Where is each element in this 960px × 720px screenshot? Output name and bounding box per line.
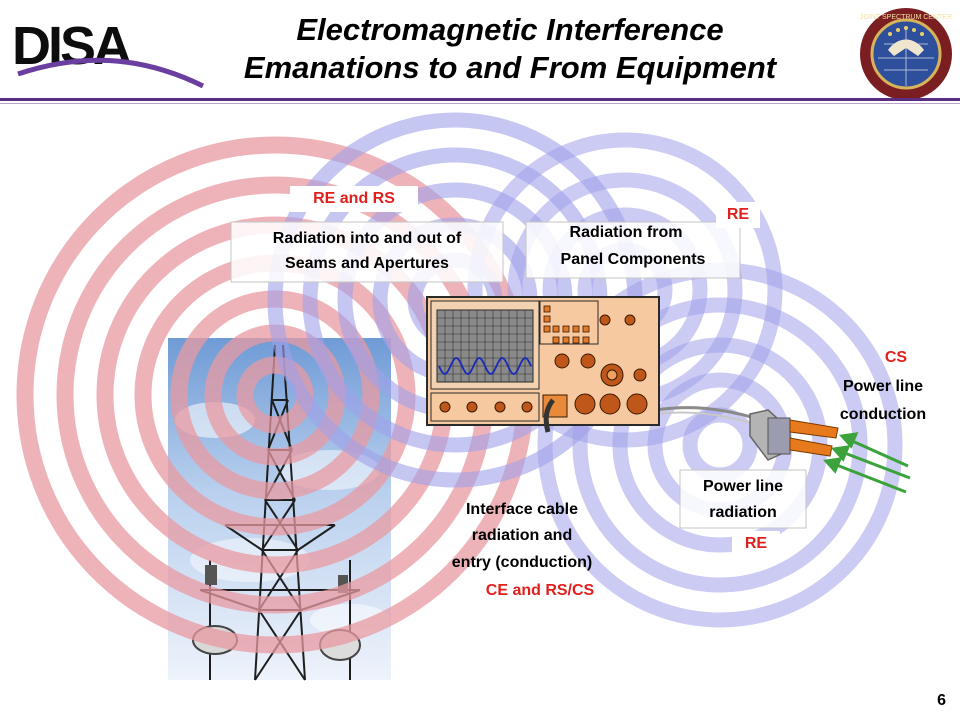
cable-code-label: CE and RS/CS xyxy=(485,582,595,599)
seams-label-line-1: Radiation into and out of xyxy=(272,230,462,247)
panel-code-label: RE xyxy=(716,202,760,228)
panel-label-line-1: Radiation from xyxy=(569,224,683,241)
page-title-line-2: Emanations to and From Equipment xyxy=(243,50,777,85)
panel-label-line-2: Panel Components xyxy=(560,251,706,268)
test-equipment-panel xyxy=(426,296,660,433)
header-divider-thin xyxy=(0,103,960,104)
power-radiation-label-box xyxy=(679,469,807,529)
cs-label-line-2: conduction xyxy=(839,406,927,423)
jsc-seal: JOINT SPECTRUM CENTER xyxy=(860,8,952,100)
power-cord xyxy=(654,406,839,461)
cable-label-line-2: radiation and xyxy=(471,527,573,544)
blue-rings-ring-0 xyxy=(682,407,758,483)
cs-label-line-1: Power line xyxy=(842,378,924,395)
cable-label-line-3: entry (conduction) xyxy=(451,554,593,571)
seams-label-line-2: Seams and Apertures xyxy=(285,255,449,272)
seams-code-label: RE and RS xyxy=(290,186,418,212)
panel-label-box xyxy=(525,221,741,279)
power-line-arrows xyxy=(823,432,911,494)
cs-code-label: CS xyxy=(884,349,908,366)
page-title-line-1: Electromagnetic Interference xyxy=(296,12,724,47)
power-radiation-code-label: RE xyxy=(732,531,780,557)
seal-text: JOINT SPECTRUM CENTER xyxy=(860,14,952,21)
disa-logo-text: DISA xyxy=(12,16,131,76)
disa-logo: DISA xyxy=(12,16,205,89)
seams-label-box xyxy=(230,221,504,283)
cable-label-line-1: Interface cable xyxy=(465,501,579,518)
eagle-icon xyxy=(888,39,924,56)
power-radiation-line-1: Power line xyxy=(702,478,784,495)
page-number: 6 xyxy=(937,692,946,709)
header-divider xyxy=(0,98,960,101)
power-radiation-line-2: radiation xyxy=(709,504,777,521)
